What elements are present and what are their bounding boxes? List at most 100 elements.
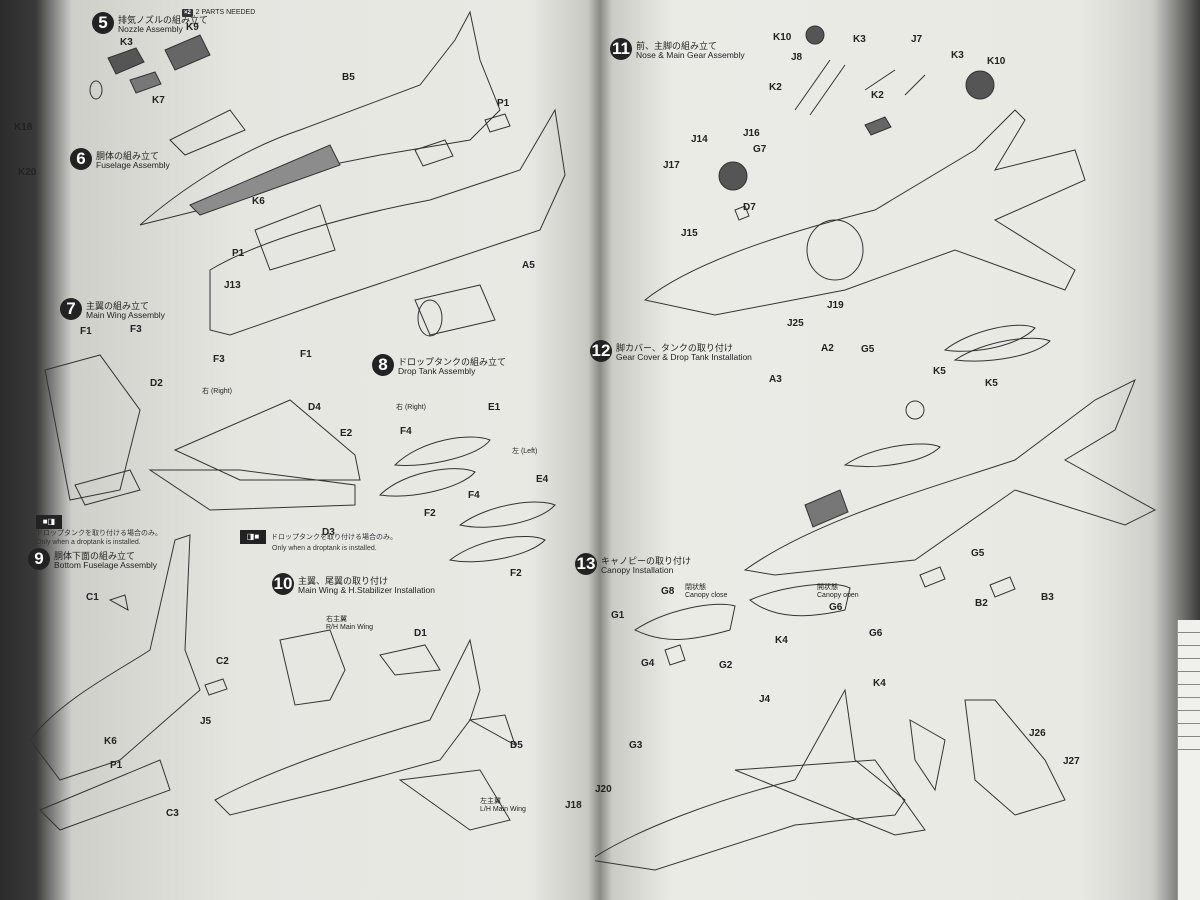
part-label: J14 (691, 134, 708, 145)
part-label: B2 (975, 598, 988, 609)
step-title-en: Main Wing & H.Stabilizer Installation (298, 585, 436, 595)
warning-icon: ■◨ (36, 515, 62, 529)
part-label: B5 (342, 72, 355, 83)
part-label: F4 (468, 490, 480, 501)
step-number: 5 (92, 12, 114, 34)
part-label: J7 (911, 34, 923, 45)
part-label: K10 (773, 32, 792, 43)
step-title-jp: 脚カバー、タンクの取り付け (616, 343, 733, 353)
step-title-en: Gear Cover & Drop Tank Installation (616, 352, 752, 362)
part-label: K2 (871, 90, 884, 101)
right-page: 11 前、主脚の組み立て Nose & Main Gear Assembly K… (565, 0, 1200, 900)
part-label: D1 (414, 628, 427, 639)
part-label: J16 (743, 128, 760, 139)
step-title-en: Nose & Main Gear Assembly (636, 50, 745, 60)
part-label: K7 (152, 95, 165, 106)
droptank-note-2: ◨■ ドロップタンクを取り付ける場合のみ。 Only when a dropta… (240, 530, 397, 553)
part-label: J15 (681, 228, 698, 239)
step-title-en: Main Wing Assembly (86, 310, 165, 320)
step-number: 12 (590, 340, 612, 362)
part-label: J18 (565, 800, 582, 811)
warning-icon: ◨■ (240, 530, 266, 544)
adjacent-page-edge (1177, 620, 1200, 900)
part-label: K2 (769, 82, 782, 93)
part-label: J27 (1063, 756, 1080, 767)
part-label: K3 (853, 34, 866, 45)
part-label: K5 (933, 366, 946, 377)
step-title-en: Fuselage Assembly (96, 160, 170, 170)
part-label: J19 (827, 300, 844, 311)
part-label: E4 (536, 474, 549, 485)
part-label: G2 (719, 660, 733, 671)
step-title-jp: 主翼の組み立て (86, 301, 150, 311)
part-label: B3 (1041, 592, 1054, 603)
step-title-jp: キャノピーの取り付け (601, 556, 692, 566)
part-label: F3 (213, 354, 225, 365)
part-label: C3 (166, 808, 179, 819)
part-label: G6 (829, 602, 843, 613)
part-label: D7 (743, 202, 756, 213)
part-label: K10 (987, 56, 1006, 67)
part-label: F2 (424, 508, 436, 519)
part-label: G3 (629, 740, 643, 751)
part-label: J26 (1029, 728, 1046, 739)
part-label: P1 (110, 760, 123, 771)
step-number: 7 (60, 298, 82, 320)
part-label: D2 (150, 378, 163, 389)
part-label: F1 (300, 349, 312, 360)
step-title-jp: 胴体下面の組み立て (54, 551, 136, 561)
part-label: G6 (869, 628, 883, 639)
part-label: D5 (510, 740, 523, 751)
part-label: J13 (224, 280, 241, 291)
part-label: E2 (340, 428, 353, 439)
part-label: F2 (510, 568, 522, 579)
step-title-en: Drop Tank Assembly (398, 366, 476, 376)
right-side-label: 右 (Right) (396, 404, 426, 411)
part-label: P1 (497, 98, 510, 109)
part-label: J25 (787, 318, 804, 329)
parts-needed-note: ×2 2 PARTS NEEDED (182, 9, 256, 17)
part-label: K5 (985, 378, 998, 389)
right-side-label: 右 (Right) (202, 388, 232, 395)
part-label: P1 (232, 248, 245, 259)
step-number: 9 (28, 548, 50, 570)
step-title-en: Canopy Installation (601, 565, 674, 575)
part-label: A3 (769, 374, 782, 385)
part-label: K4 (775, 635, 788, 646)
step-title-en: Nozzle Assembly (118, 24, 183, 34)
part-label: K3 (120, 37, 133, 48)
part-label: J8 (791, 52, 803, 63)
part-label: A5 (522, 260, 535, 271)
step-title-jp: 主翼、尾翼の取り付け (298, 576, 389, 586)
part-label: A2 (821, 343, 834, 354)
part-label: K20 (18, 167, 37, 178)
part-label: J5 (200, 716, 212, 727)
part-label: K3 (951, 50, 964, 61)
part-label: K18 (14, 122, 33, 133)
part-label: D3 (322, 527, 335, 538)
step-title-jp: ドロップタンクの組み立て (398, 357, 507, 367)
part-label: F4 (400, 426, 412, 437)
part-label: J17 (663, 160, 680, 171)
part-label: F1 (80, 326, 92, 337)
step-number: 11 (610, 38, 632, 60)
step-number: 6 (70, 148, 92, 170)
step-title-jp: 胴体の組み立て (96, 151, 160, 161)
part-label: K6 (104, 736, 117, 747)
left-page-drawings (29, 10, 566, 831)
step-title-jp: 前、主脚の組み立て (636, 41, 718, 51)
droptank-note: ■◨ ドロップタンクを取り付ける場合のみ。 Only when a dropta… (36, 515, 162, 546)
part-label: K9 (186, 22, 199, 33)
part-label: E1 (488, 402, 501, 413)
step-number: 13 (575, 553, 597, 575)
part-label: G7 (753, 144, 767, 155)
part-label: K4 (873, 678, 886, 689)
part-label: F3 (130, 324, 142, 335)
part-label: C1 (86, 592, 99, 603)
left-side-label: 左 (Left) (512, 448, 538, 455)
